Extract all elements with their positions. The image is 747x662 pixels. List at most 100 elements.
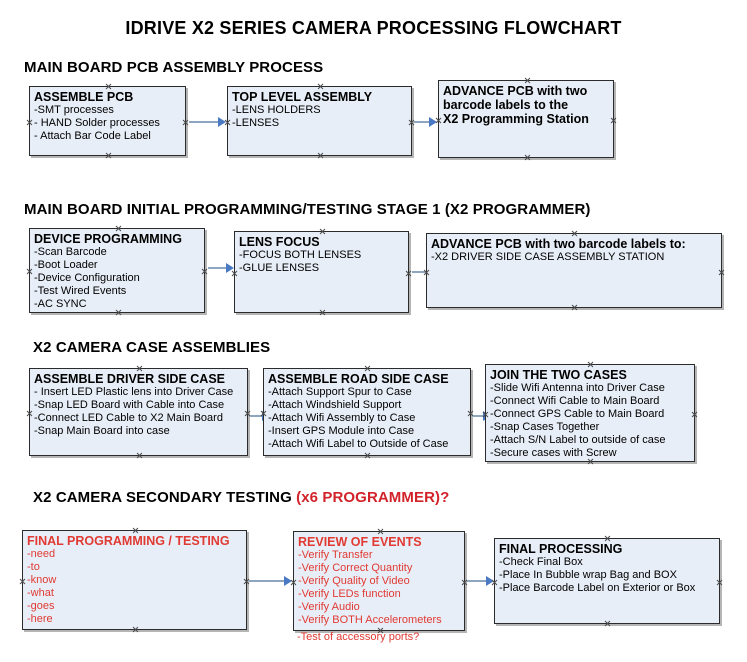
resize-handle-bottom-icon[interactable] xyxy=(524,154,531,161)
resize-handle-left-icon[interactable] xyxy=(26,268,33,275)
box-assemble-road-side-case[interactable]: ASSEMBLE ROAD SIDE CASE -Attach Support … xyxy=(263,368,471,456)
resize-handle-right-icon[interactable] xyxy=(716,579,723,586)
box-line: -Boot Loader xyxy=(34,259,98,271)
resize-handle-top-icon[interactable] xyxy=(105,83,112,90)
box-line: -FOCUS BOTH LENSES xyxy=(239,249,362,261)
box-assemble-pcb[interactable]: ASSEMBLE PCB -SMT processes - HAND Solde… xyxy=(29,86,186,156)
box-top-level-assembly[interactable]: TOP LEVEL ASSEMBLY -LENS HOLDERS -LENSES xyxy=(227,86,412,156)
resize-handle-top-icon[interactable] xyxy=(604,535,611,542)
box-join-the-two-cases[interactable]: JOIN THE TWO CASES -Slide Wifi Antenna i… xyxy=(485,364,695,462)
connector-final-programming-to-review-of-events xyxy=(249,576,292,586)
connector-shaft xyxy=(473,415,484,417)
section-heading-text: MAIN BOARD INITIAL PROGRAMMING/TESTING S… xyxy=(24,201,591,218)
box-line: -what xyxy=(27,587,54,599)
box-line: -need xyxy=(27,548,56,560)
resize-handle-bottom-icon[interactable] xyxy=(364,452,371,459)
resize-handle-top-icon[interactable] xyxy=(317,83,324,90)
box-line: -LENS HOLDERS xyxy=(232,104,321,116)
box-device-programming[interactable]: DEVICE PROGRAMMING -Scan Barcode -Boot L… xyxy=(29,228,205,313)
box-final-programming-testing[interactable]: FINAL PROGRAMMING / TESTING -need -to -k… xyxy=(22,530,247,630)
connector-shaft xyxy=(189,121,219,123)
resize-handle-bottom-icon[interactable] xyxy=(571,304,578,311)
box-line: -Connect GPS Cable to Main Board xyxy=(490,408,665,420)
arrow-head-icon xyxy=(226,263,234,273)
resize-handle-top-icon[interactable] xyxy=(571,230,578,237)
box-line: -Attach S/N Label to outside of case xyxy=(490,434,666,446)
resize-handle-bottom-icon[interactable] xyxy=(105,152,112,159)
box-line: -Verify LEDs function xyxy=(298,588,401,600)
box-line: -Snap Cases Together xyxy=(490,421,600,433)
box-assemble-driver-side-case[interactable]: ASSEMBLE DRIVER SIDE CASE - Insert LED P… xyxy=(29,368,248,456)
resize-handle-left-icon[interactable] xyxy=(26,410,33,417)
box-final-processing[interactable]: FINAL PROCESSING -Check Final Box -Place… xyxy=(494,538,720,624)
box-advance-pcb-driver-side-case[interactable]: ADVANCE PCB with two barcode labels to: … xyxy=(426,233,722,308)
box-line: -Verify Audio xyxy=(298,601,360,613)
connector-top-level-assembly-to-advance-pcb xyxy=(414,117,437,127)
resize-handle-bottom-icon[interactable] xyxy=(136,452,143,459)
box-line: -Secure cases with Screw xyxy=(490,447,617,459)
resize-handle-bottom-icon[interactable] xyxy=(317,152,324,159)
box-line: -Place Barcode Label on Exterior or Box xyxy=(499,582,696,594)
box-title: LENS FOCUS xyxy=(239,235,320,249)
box-line: -Snap LED Board with Cable into Case xyxy=(34,399,225,411)
section-heading-x2-camera-case-assemblies: X2 CAMERA CASE ASSEMBLIES xyxy=(33,339,270,356)
section-heading-main-board-initial-programming: MAIN BOARD INITIAL PROGRAMMING/TESTING S… xyxy=(24,201,591,218)
resize-handle-bottom-icon[interactable] xyxy=(132,626,139,633)
box-title: TOP LEVEL ASSEMBLY xyxy=(232,90,373,104)
resize-handle-right-icon[interactable] xyxy=(405,270,412,277)
resize-handle-top-icon[interactable] xyxy=(364,365,371,372)
box-line: -Attach Wifi Assembly to Case xyxy=(268,412,416,424)
resize-handle-bottom-icon[interactable] xyxy=(604,620,611,627)
box-line: -Connect Wifi Cable to Main Board xyxy=(490,395,660,407)
box-title: ADVANCE PCB with two barcode labels to: xyxy=(431,237,686,251)
box-line: -Snap Main Board into case xyxy=(34,425,170,437)
connector-shaft xyxy=(412,271,429,273)
section-heading-text: MAIN BOARD PCB ASSEMBLY PROCESS xyxy=(24,59,324,76)
box-title: FINAL PROGRAMMING / TESTING xyxy=(27,534,230,548)
resize-handle-top-icon[interactable] xyxy=(136,365,143,372)
section-heading-suffix: (x6 PROGRAMMER)? xyxy=(296,489,450,506)
resize-handle-top-icon[interactable] xyxy=(377,528,384,535)
box-line-overflow-test-accessory-ports: -Test of accessory ports? xyxy=(297,631,420,643)
box-lens-focus[interactable]: LENS FOCUS -FOCUS BOTH LENSES -GLUE LENS… xyxy=(234,231,409,313)
box-line: -SMT processes xyxy=(34,104,114,116)
resize-handle-right-icon[interactable] xyxy=(201,268,208,275)
resize-handle-right-icon[interactable] xyxy=(691,411,698,418)
box-title: DEVICE PROGRAMMING xyxy=(34,232,182,246)
resize-handle-right-icon[interactable] xyxy=(610,117,617,124)
box-line: -LENSES xyxy=(232,117,280,129)
connector-shaft xyxy=(208,267,227,269)
resize-handle-left-icon[interactable] xyxy=(19,578,26,585)
connector-device-programming-to-lens-focus xyxy=(208,263,234,273)
section-heading-text: X2 CAMERA SECONDARY TESTING xyxy=(33,489,297,506)
box-line: -Connect LED Cable to X2 Main Board xyxy=(34,412,223,424)
box-title-line-3: X2 Programming Station xyxy=(443,112,589,126)
resize-handle-left-icon[interactable] xyxy=(26,119,33,126)
connector-assemble-pcb-to-top-level-assembly xyxy=(189,117,226,127)
box-title-line-2: barcode labels to the xyxy=(443,98,569,112)
box-review-of-events[interactable]: REVIEW OF EVENTS -Verify Transfer -Verif… xyxy=(293,531,465,631)
box-line: -Verify Transfer xyxy=(298,549,373,561)
box-line: -Attach Windshield Support xyxy=(268,399,402,411)
resize-handle-top-icon[interactable] xyxy=(115,225,122,232)
resize-handle-top-icon[interactable] xyxy=(524,77,531,84)
arrow-head-icon xyxy=(486,576,494,586)
connector-shaft xyxy=(414,121,430,123)
resize-handle-bottom-icon[interactable] xyxy=(319,309,326,316)
resize-handle-right-icon[interactable] xyxy=(182,119,189,126)
box-title: JOIN THE TWO CASES xyxy=(490,368,627,382)
resize-handle-right-icon[interactable] xyxy=(718,269,725,276)
resize-handle-top-icon[interactable] xyxy=(132,527,139,534)
box-title: REVIEW OF EVENTS xyxy=(298,535,422,549)
box-line: -to xyxy=(27,561,40,573)
section-heading-text: X2 CAMERA CASE ASSEMBLIES xyxy=(33,339,271,356)
box-line: - HAND Solder processes xyxy=(34,117,160,129)
box-line: -X2 DRIVER SIDE CASE ASSEMBLY STATION xyxy=(431,251,665,263)
box-line: - Attach Bar Code Label xyxy=(34,130,151,142)
box-line: -Slide Wifi Antenna into Driver Case xyxy=(490,382,665,394)
resize-handle-top-icon[interactable] xyxy=(587,361,594,368)
box-line: -Attach Support Spur to Case xyxy=(268,386,412,398)
box-advance-pcb-x2-programming-station[interactable]: ADVANCE PCB with two barcode labels to t… xyxy=(438,80,614,158)
resize-handle-top-icon[interactable] xyxy=(319,228,326,235)
arrow-head-icon xyxy=(429,117,437,127)
